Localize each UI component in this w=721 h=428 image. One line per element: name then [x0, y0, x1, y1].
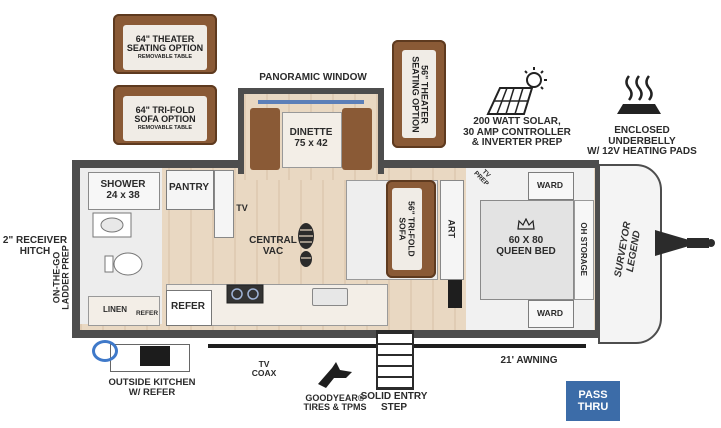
tv-label: TV	[236, 203, 248, 213]
entry-step-label: SOLID ENTRY STEP	[360, 391, 428, 413]
awning-label: 21' AWNING	[500, 355, 558, 366]
sink-icon	[92, 212, 132, 238]
trifold-option-label: 64" TRI-FOLD SOFA OPTION	[134, 104, 196, 124]
crown-icon	[517, 218, 535, 230]
bed-label: 60 X 80 QUEEN BED	[496, 235, 556, 257]
kitchen-sink	[312, 288, 348, 306]
step-stair	[448, 280, 462, 308]
art-panel	[440, 180, 464, 280]
goodyear-label: GOODYEAR® TIRES & TPMS	[303, 393, 367, 413]
toilet-icon	[104, 252, 143, 276]
theater-option-right-label: 56" THEATER SEATING OPTION	[410, 55, 430, 133]
stove-icon	[226, 284, 264, 304]
dinette-bench-right	[342, 108, 372, 170]
heating-pad-icon	[617, 75, 661, 114]
outside-kitchen-label: OUTSIDE KITCHEN W/ REFER	[108, 377, 196, 398]
outside-kitchen-refer	[140, 346, 170, 366]
refer-box	[166, 290, 212, 326]
trifold-sofa: 56" TRI-FOLD SOFA	[386, 180, 436, 278]
solar-label: 200 WATT SOLAR, 30 AMP CONTROLLER & INVE…	[463, 116, 571, 148]
central-vac-footprint-icon	[298, 223, 314, 267]
ward-top-label: WARD	[537, 180, 563, 190]
hitch-jack-icon	[655, 230, 715, 256]
refer-small-label: REFER	[135, 310, 159, 317]
dinette-table	[282, 112, 342, 168]
goodyear-wingfoot-icon	[318, 362, 352, 388]
tv-cabinet	[214, 170, 234, 238]
receiver-hitch-label: 2" RECEIVER HITCH	[2, 235, 68, 257]
wardrobe-bottom	[528, 300, 574, 328]
linen-label: LINEN	[103, 305, 127, 314]
central-vac-label: CENTRAL VAC	[249, 235, 297, 257]
theater-seating-option-right: 56" THEATER SEATING OPTION	[392, 40, 446, 148]
ladder-prep-label: ON-THE-GO LADDER PREP	[51, 245, 71, 310]
solar-panel-icon	[486, 67, 547, 115]
panoramic-window-label: PANORAMIC WINDOW	[259, 72, 367, 83]
trifold-sofa-option-top: 64" TRI-FOLD SOFA OPTION REMOVABLE TABLE	[113, 85, 217, 145]
refer-label: REFER	[171, 301, 205, 312]
dinette-label: DINETTE 75 x 42	[289, 127, 333, 149]
panoramic-window	[258, 100, 364, 104]
dinette-bench-left	[250, 108, 280, 170]
entry-step	[376, 330, 414, 390]
pass-thru-label: PASS THRU	[577, 388, 609, 413]
oh-storage-label: OH STORAGE	[579, 222, 589, 277]
underbelly-label: ENCLOSED UNDERBELLY W/ 12V HEATING PADS	[587, 125, 697, 157]
shower	[88, 172, 160, 210]
oh-storage	[574, 200, 594, 300]
wardrobe-top	[528, 172, 574, 200]
queen-bed	[480, 200, 574, 300]
pantry-label: PANTRY	[169, 182, 209, 193]
art-label: ART	[446, 219, 457, 238]
theater-seating-option-top: 64" THEATER SEATING OPTION REMOVABLE TAB…	[113, 14, 217, 74]
removable-table-label-2: REMOVABLE TABLE	[137, 125, 193, 132]
theater-option-label: 64" THEATER SEATING OPTION	[126, 33, 204, 53]
ward-bottom-label: WARD	[537, 308, 563, 318]
pantry	[166, 170, 214, 210]
front-cap	[598, 164, 662, 344]
removable-table-label: REMOVABLE TABLE	[137, 54, 193, 61]
pass-thru-badge: PASS THRU	[566, 381, 620, 421]
tv-coax-label: TV COAX	[251, 359, 277, 378]
shower-label: SHOWER 24 x 38	[100, 179, 146, 201]
outside-kitchen-hose	[92, 340, 118, 362]
trifold-sofa-label: 56" TRI-FOLD SOFA	[398, 201, 417, 257]
linen-cabinet	[88, 296, 160, 326]
